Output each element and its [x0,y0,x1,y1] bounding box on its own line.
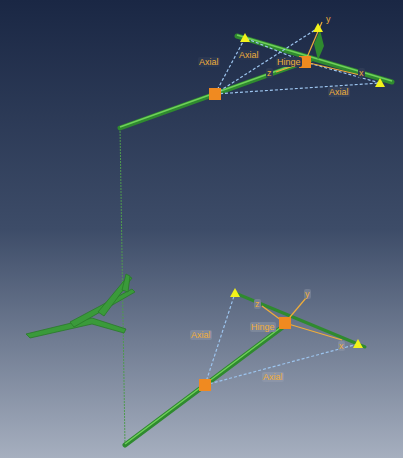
aircraft [26,274,135,338]
connector-label: Axial [328,87,350,97]
axis-label: z [266,68,273,78]
connector-label: Axial [262,372,284,382]
connector-label: Axial [198,57,220,67]
connector-label: Hinge [276,57,302,67]
axis-label: x [338,341,345,351]
upper-frame [120,22,392,128]
connector-label: Axial [238,50,260,60]
axis-label: z [254,299,261,309]
axis-label: x [358,68,365,78]
axis-label: y [304,289,311,299]
lower-frame [125,288,365,445]
connector-label: Axial [190,330,212,340]
axis-label: y [325,14,332,24]
connector-label: Hinge [250,322,276,332]
